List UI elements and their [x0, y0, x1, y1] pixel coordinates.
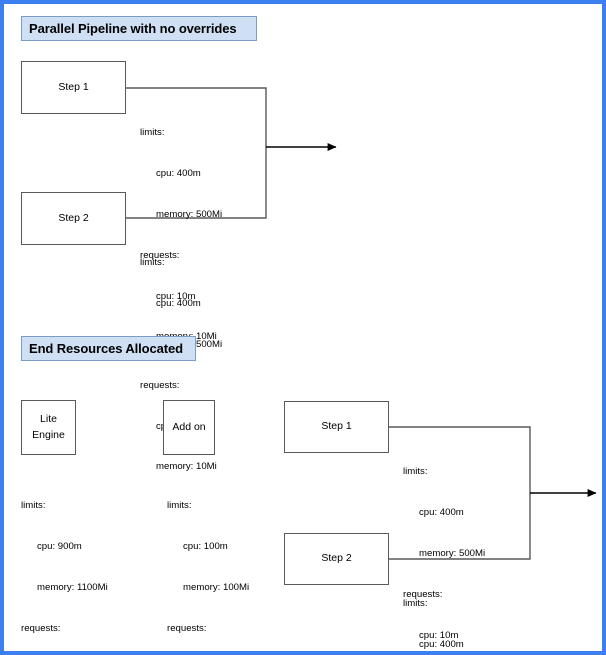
spec-limits-cpu: cpu: 400m	[419, 507, 464, 519]
spec-limits-label: limits:	[140, 257, 165, 269]
spec-limits-memory: memory: 500Mi	[419, 547, 486, 559]
spec-limits-cpu: cpu: 900m	[37, 541, 82, 553]
spec-requests-memory: memory: 10Mi	[156, 461, 217, 473]
spec-requests-cpu: cpu: 10m	[419, 629, 459, 641]
node-label: Add on	[172, 420, 206, 433]
node-label: Step 2	[58, 211, 89, 224]
spec-top-step-2: limits: cpu: 400m memory: 500Mi requests…	[140, 229, 222, 501]
node-add-on[interactable]: Add on	[163, 400, 215, 455]
spec-bottom-step-2: limits: cpu: 400m memory: 500Mi requests…	[403, 570, 485, 651]
node-bottom-step-2[interactable]: Step 2	[284, 533, 389, 585]
spec-requests-cpu: cpu: 10m	[156, 290, 196, 302]
spec-requests-label: requests:	[140, 379, 180, 391]
spec-lite-engine: limits: cpu: 900m memory: 1100Mi request…	[21, 472, 108, 651]
spec-limits-label: limits:	[403, 598, 428, 610]
section-banner-end-resources: End Resources Allocated	[21, 336, 196, 361]
spec-limits-cpu: cpu: 400m	[156, 168, 201, 180]
node-top-step-1[interactable]: Step 1	[21, 61, 126, 114]
spec-add-on: limits: cpu: 100m memory: 100Mi requests…	[167, 472, 250, 651]
spec-limits-memory: memory: 100Mi	[183, 581, 250, 593]
spec-limits-label: limits:	[167, 500, 192, 512]
spec-limits-memory: memory: 1100Mi	[37, 581, 108, 593]
spec-limits-label: limits:	[140, 127, 165, 139]
spec-limits-cpu: cpu: 100m	[183, 541, 228, 553]
spec-limits-memory: memory: 500Mi	[156, 208, 223, 220]
node-label: Step 1	[58, 80, 89, 93]
banner-label: Parallel Pipeline with no overrides	[29, 21, 237, 36]
node-label: Step 2	[321, 552, 352, 565]
node-label-line-1: Lite	[40, 413, 57, 426]
spec-limits-label: limits:	[403, 466, 428, 478]
spec-limits-label: limits:	[21, 500, 46, 512]
banner-label: End Resources Allocated	[29, 341, 183, 356]
node-label: Step 1	[321, 420, 352, 433]
node-label-line-2: Engine	[32, 428, 65, 441]
node-top-step-2[interactable]: Step 2	[21, 192, 126, 245]
spec-requests-label: requests:	[21, 622, 61, 634]
spec-requests-label: requests:	[140, 249, 180, 261]
spec-requests-label: requests:	[403, 588, 443, 600]
spec-bottom-step-1: limits: cpu: 400m memory: 500Mi requests…	[403, 438, 486, 651]
spec-limits-cpu: cpu: 400m	[156, 298, 201, 310]
node-bottom-step-1[interactable]: Step 1	[284, 401, 389, 453]
section-banner-parallel-pipeline: Parallel Pipeline with no overrides	[21, 16, 257, 41]
spec-requests-label: requests:	[167, 622, 207, 634]
spec-limits-cpu: cpu: 400m	[419, 639, 464, 651]
node-lite-engine[interactable]: Lite Engine	[21, 400, 76, 455]
